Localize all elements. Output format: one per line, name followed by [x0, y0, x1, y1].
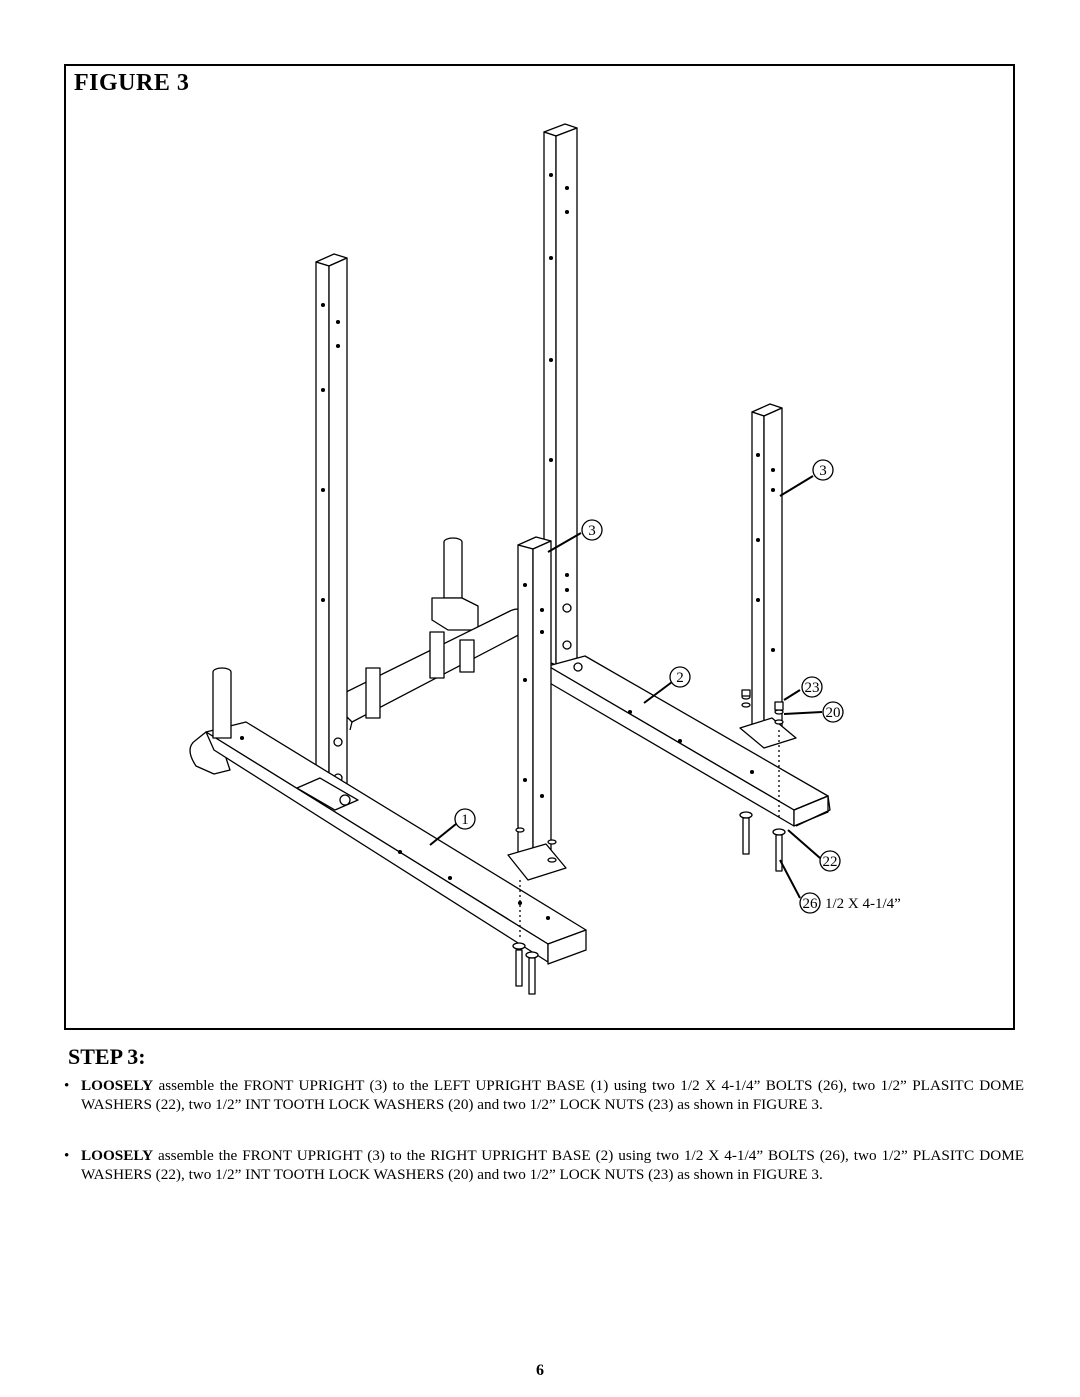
callout-label: 1	[461, 812, 469, 828]
left-upright-base	[189, 721, 587, 965]
assembly-drawing: 3 3 2 1 23 20 22 26 1/2 X 4-1/4”	[189, 123, 901, 995]
back-weight-post	[431, 537, 479, 631]
instruction-lead: LOOSELY	[81, 1077, 154, 1094]
callout-leaders	[429, 475, 823, 899]
instruction-text: LOOSELY assemble the FRONT UPRIGHT (3) t…	[81, 1146, 1024, 1184]
right-hardware	[739, 689, 786, 872]
instruction-body: assemble the FRONT UPRIGHT (3) to the RI…	[81, 1147, 1024, 1183]
bolt-size-label: 1/2 X 4-1/4”	[825, 896, 901, 912]
callout-label: 2	[676, 670, 684, 686]
callout-circles	[454, 459, 844, 914]
page-number: 6	[536, 1362, 544, 1379]
right-upright-base	[547, 655, 831, 827]
right-rear-upright	[751, 403, 783, 739]
callout-label: 23	[805, 680, 820, 696]
callout-label: 3	[819, 463, 827, 479]
step-title: STEP 3:	[68, 1044, 146, 1069]
bullet-dot: •	[64, 1077, 70, 1094]
front-weight-post	[212, 667, 232, 739]
figure-title: FIGURE 3	[74, 70, 190, 96]
instruction-bullet: • LOOSELY assemble the FRONT UPRIGHT (3)…	[64, 1076, 1024, 1114]
front-upright	[507, 536, 567, 940]
instruction-lead: LOOSELY	[81, 1147, 154, 1164]
callout-label: 26	[803, 896, 819, 912]
figure-frame: FIGURE 3	[64, 64, 1015, 1030]
instruction-text: LOOSELY assemble the FRONT UPRIGHT (3) t…	[81, 1076, 1024, 1114]
cross-member	[329, 608, 531, 731]
left-upright	[315, 253, 348, 801]
bullet-dot: •	[64, 1147, 70, 1164]
left-hardware	[512, 942, 539, 995]
instruction-bullet: • LOOSELY assemble the FRONT UPRIGHT (3)…	[64, 1146, 1024, 1184]
callout-label: 22	[823, 854, 838, 870]
callout-label: 20	[826, 705, 841, 721]
instruction-body: assemble the FRONT UPRIGHT (3) to the LE…	[81, 1077, 1024, 1113]
callout-label: 3	[588, 523, 596, 539]
